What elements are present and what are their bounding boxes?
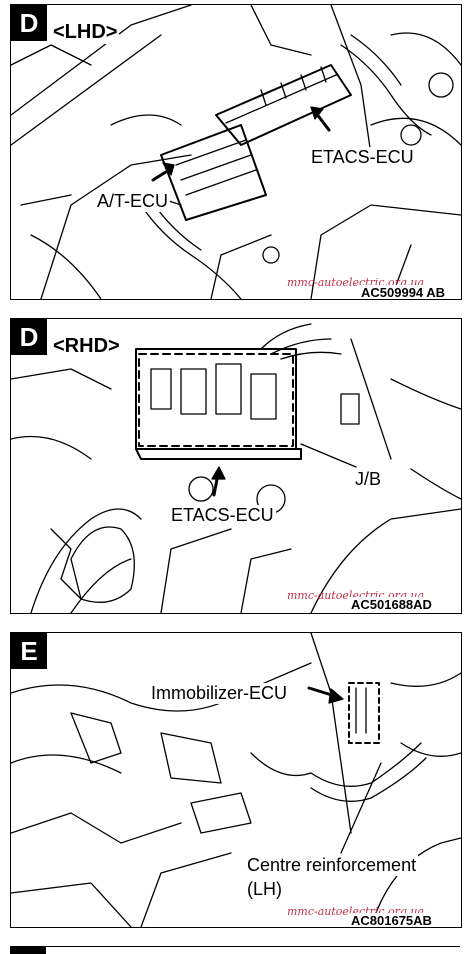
section-tag-d: D <box>11 5 47 41</box>
figure-code: AC501688AD <box>349 597 434 612</box>
lhd-line-drawing <box>11 5 461 299</box>
callout-centre-reinforcement-side: (LH) <box>245 879 284 900</box>
section-tag-d: D <box>11 319 47 355</box>
callout-etacs-ecu: ETACS-ECU <box>169 505 276 526</box>
callout-at-ecu: A/T-ECU <box>95 191 171 212</box>
callout-immobilizer-ecu: Immobilizer-ECU <box>149 683 290 704</box>
panel-e: E Immobilizer-ECU Centre reinforcement (… <box>10 632 462 928</box>
next-panel-edge <box>10 946 460 954</box>
callout-etacs-ecu: ETACS-ECU <box>309 147 416 168</box>
panel-lhd: D <LHD> ETACS-ECU A/T-ECU mmc-autoelectr… <box>10 4 462 300</box>
figure-code: AC801675AB <box>349 913 434 928</box>
e-line-drawing <box>11 633 461 927</box>
next-section-tag <box>10 947 46 954</box>
variant-label-lhd: <LHD> <box>51 21 120 44</box>
figure-code: AC509994 AB <box>359 285 448 300</box>
callout-jb: J/B <box>353 469 384 490</box>
variant-label-rhd: <RHD> <box>51 335 122 358</box>
section-tag-e: E <box>11 633 47 669</box>
rhd-line-drawing <box>11 323 461 613</box>
panel-rhd: D <RHD> J/B ETACS-ECU mmc-autoelectric.o… <box>10 318 462 614</box>
callout-centre-reinforcement: Centre reinforcement <box>245 855 419 876</box>
